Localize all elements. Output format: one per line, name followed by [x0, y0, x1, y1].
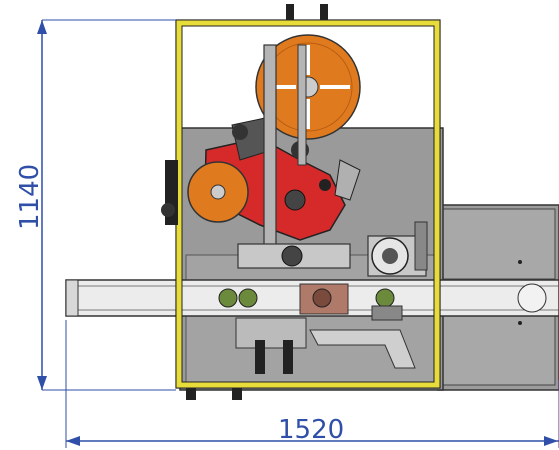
secondary-label-roll	[187, 161, 249, 223]
width-dimension	[65, 320, 559, 448]
vertical-column	[263, 44, 307, 261]
motor-assembly	[367, 221, 428, 277]
label-strip	[299, 283, 349, 315]
width-dimension-label: 1520	[278, 415, 344, 445]
yellow-frame	[175, 19, 441, 389]
top-knobs	[286, 4, 328, 20]
crossbar	[237, 243, 351, 269]
lower-mechanism	[235, 305, 416, 374]
height-dimension	[37, 19, 176, 391]
conveyor-rollers	[218, 288, 395, 308]
height-dimension-label: 1140	[15, 164, 45, 230]
base-feet	[186, 388, 242, 400]
